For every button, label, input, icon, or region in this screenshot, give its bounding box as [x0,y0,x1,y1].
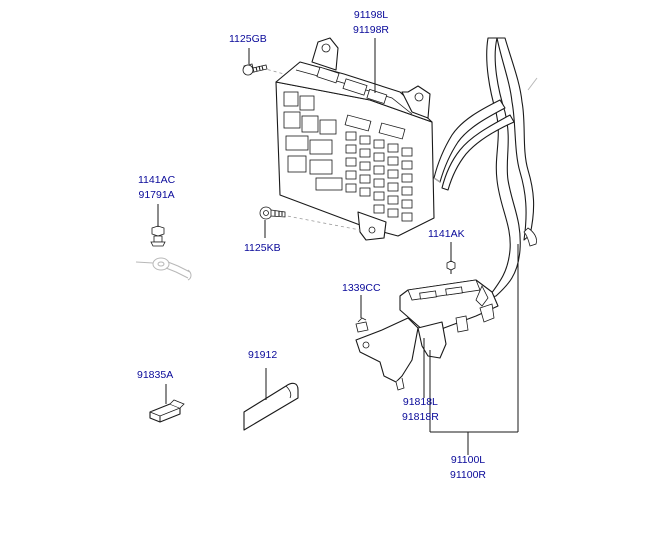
part-label-91835a[interactable]: 91835A [137,368,173,383]
part-label-91100[interactable]: 91100L 91100R [450,453,486,483]
part-number-91818l: 91818L [402,396,438,408]
clip-1339cc [355,317,369,333]
part-number-91835a: 91835A [137,369,174,381]
part-number-91791a: 91791A [138,189,175,201]
part-label-91912[interactable]: 91912 [248,348,277,363]
part-label-91818[interactable]: 91818L 91818R [402,395,439,425]
part-label-1141ac[interactable]: 1141AC 91791A [138,173,175,203]
part-number-1141ac: 1141AC [138,174,176,186]
part-number-91818r: 91818R [402,411,439,423]
part-number-91198r: 91198R [353,24,390,36]
part-label-1125gb[interactable]: 1125GB [229,32,267,47]
screw-1125kb [259,206,286,220]
fuse-grid [345,131,413,222]
bolt-1141ac [150,225,166,247]
ring-terminal [135,257,192,281]
junction-box [275,37,435,241]
part-label-1125kb[interactable]: 1125KB [244,241,281,256]
tape-91912 [243,382,299,431]
part-label-91198[interactable]: 91198L 91198R [353,8,389,38]
part-number-1125gb: 1125GB [229,33,267,45]
part-number-91912: 91912 [248,349,278,361]
part-label-1141ak[interactable]: 1141AK [428,227,465,242]
part-number-1141ak: 1141AK [428,228,465,240]
leader-lines [157,38,519,455]
bracket-91818 [355,279,499,391]
nut-1141ak [446,260,456,274]
wiring-harness [433,37,538,299]
part-number-1339cc: 1339CC [342,282,381,294]
part-number-91198l: 91198L [353,9,389,21]
screw-1125gb [242,63,268,76]
part-number-91100r: 91100R [450,469,487,481]
part-label-1339cc[interactable]: 1339CC [342,281,381,296]
part-number-1125kb: 1125KB [244,242,281,254]
part-number-91100l: 91100L [450,454,486,466]
fuse-91835a [149,399,185,423]
